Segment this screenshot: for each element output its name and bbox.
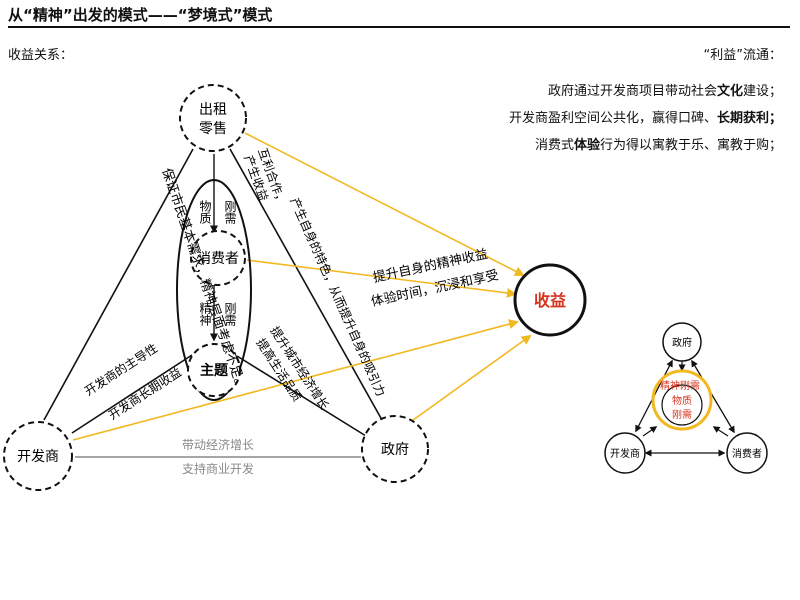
bottom-label-2: 支持商业开发 [182, 461, 254, 476]
profit-node [513, 263, 587, 337]
government-label: 政府 [381, 442, 409, 458]
note-3-emphasis: 体验 [573, 138, 600, 153]
note-2-emphasis: 长期获利； [716, 111, 782, 126]
note-1-emphasis: 文化 [716, 84, 743, 99]
mini-government-label: 政府 [672, 336, 692, 349]
edge-theme-government [236, 355, 367, 437]
government-node [361, 415, 429, 483]
note-2-text: 开发商盈利空间公共化，赢得口碑、 [508, 111, 717, 126]
flow-rental-to-profit [244, 132, 525, 276]
consumer-label: 消费者 [197, 251, 239, 267]
mini-inner-text-3: 刚需 [672, 409, 692, 421]
edge-rental-developer [43, 148, 194, 421]
mini-inner-ring [661, 384, 703, 426]
mini-consumer-node [726, 432, 768, 474]
developer-label: 开发商 [17, 449, 59, 465]
note-3-text: 消费式 [534, 138, 574, 153]
mini-edge-gov-con [691, 359, 735, 434]
note-3-tail: 行为得以寓教于乐、寓教于购； [599, 138, 782, 153]
flow-consumer-to-profit [246, 259, 517, 298]
mini-outer-ring [651, 369, 713, 431]
consumer-node [190, 230, 246, 286]
label-wuzhi: 物质 [198, 200, 212, 224]
mini-government-node [662, 322, 702, 362]
mini-arrow-con-inner [712, 426, 729, 437]
mini-arrow-dev-inner [642, 426, 658, 437]
flow-government-to-profit [401, 334, 532, 429]
mini-consumer-label: 消费者 [732, 447, 762, 460]
left-heading: 收益关系： [8, 48, 74, 63]
mini-developer-node [604, 432, 646, 474]
right-heading: “利益”流通： [703, 48, 782, 63]
title-underline [8, 26, 790, 28]
note-line-2: 开发商盈利空间公共化，赢得口碑、长期获利； [509, 105, 782, 132]
note-1-tail: 建设； [742, 84, 782, 99]
note-line-3: 消费式体验行为得以寓教于乐、寓教于购； [509, 132, 782, 159]
mini-diagram: 政府 开发商 消费者 精神刚需 物质 刚需 [604, 322, 768, 474]
mini-inner-text-2: 物质 [672, 394, 692, 407]
flow-notes: 政府通过开发商项目带动社会文化建设； 开发商盈利空间公共化，赢得口碑、长期获利；… [509, 78, 782, 159]
edge-rental-government [229, 148, 383, 421]
profit-label: 收益 [534, 291, 566, 310]
bottom-label-1: 带动经济增长 [182, 437, 254, 452]
theme-label: 主题 [200, 362, 229, 379]
rental-retail-node [179, 84, 247, 152]
mini-inner-text-1: 精神刚需 [660, 379, 700, 392]
label-gangxu-top: 刚需 [223, 200, 237, 224]
label-gangxu-bottom: 刚需 [223, 302, 237, 326]
label-jingshen: 精神 [198, 302, 212, 326]
mini-developer-label: 开发商 [610, 447, 640, 460]
developer-node [3, 421, 73, 491]
flow-developer-to-profit [72, 319, 519, 441]
theme-node [187, 343, 241, 397]
page-title: 从“精神”出发的模式——“梦境式”模式 [8, 6, 273, 24]
edge-developer-theme [71, 354, 193, 434]
note-line-1: 政府通过开发商项目带动社会文化建设； [509, 78, 782, 105]
note-1-text: 政府通过开发商项目带动社会 [547, 84, 717, 99]
rental-label-1: 出租 [199, 102, 227, 118]
rental-label-2: 零售 [199, 121, 227, 137]
